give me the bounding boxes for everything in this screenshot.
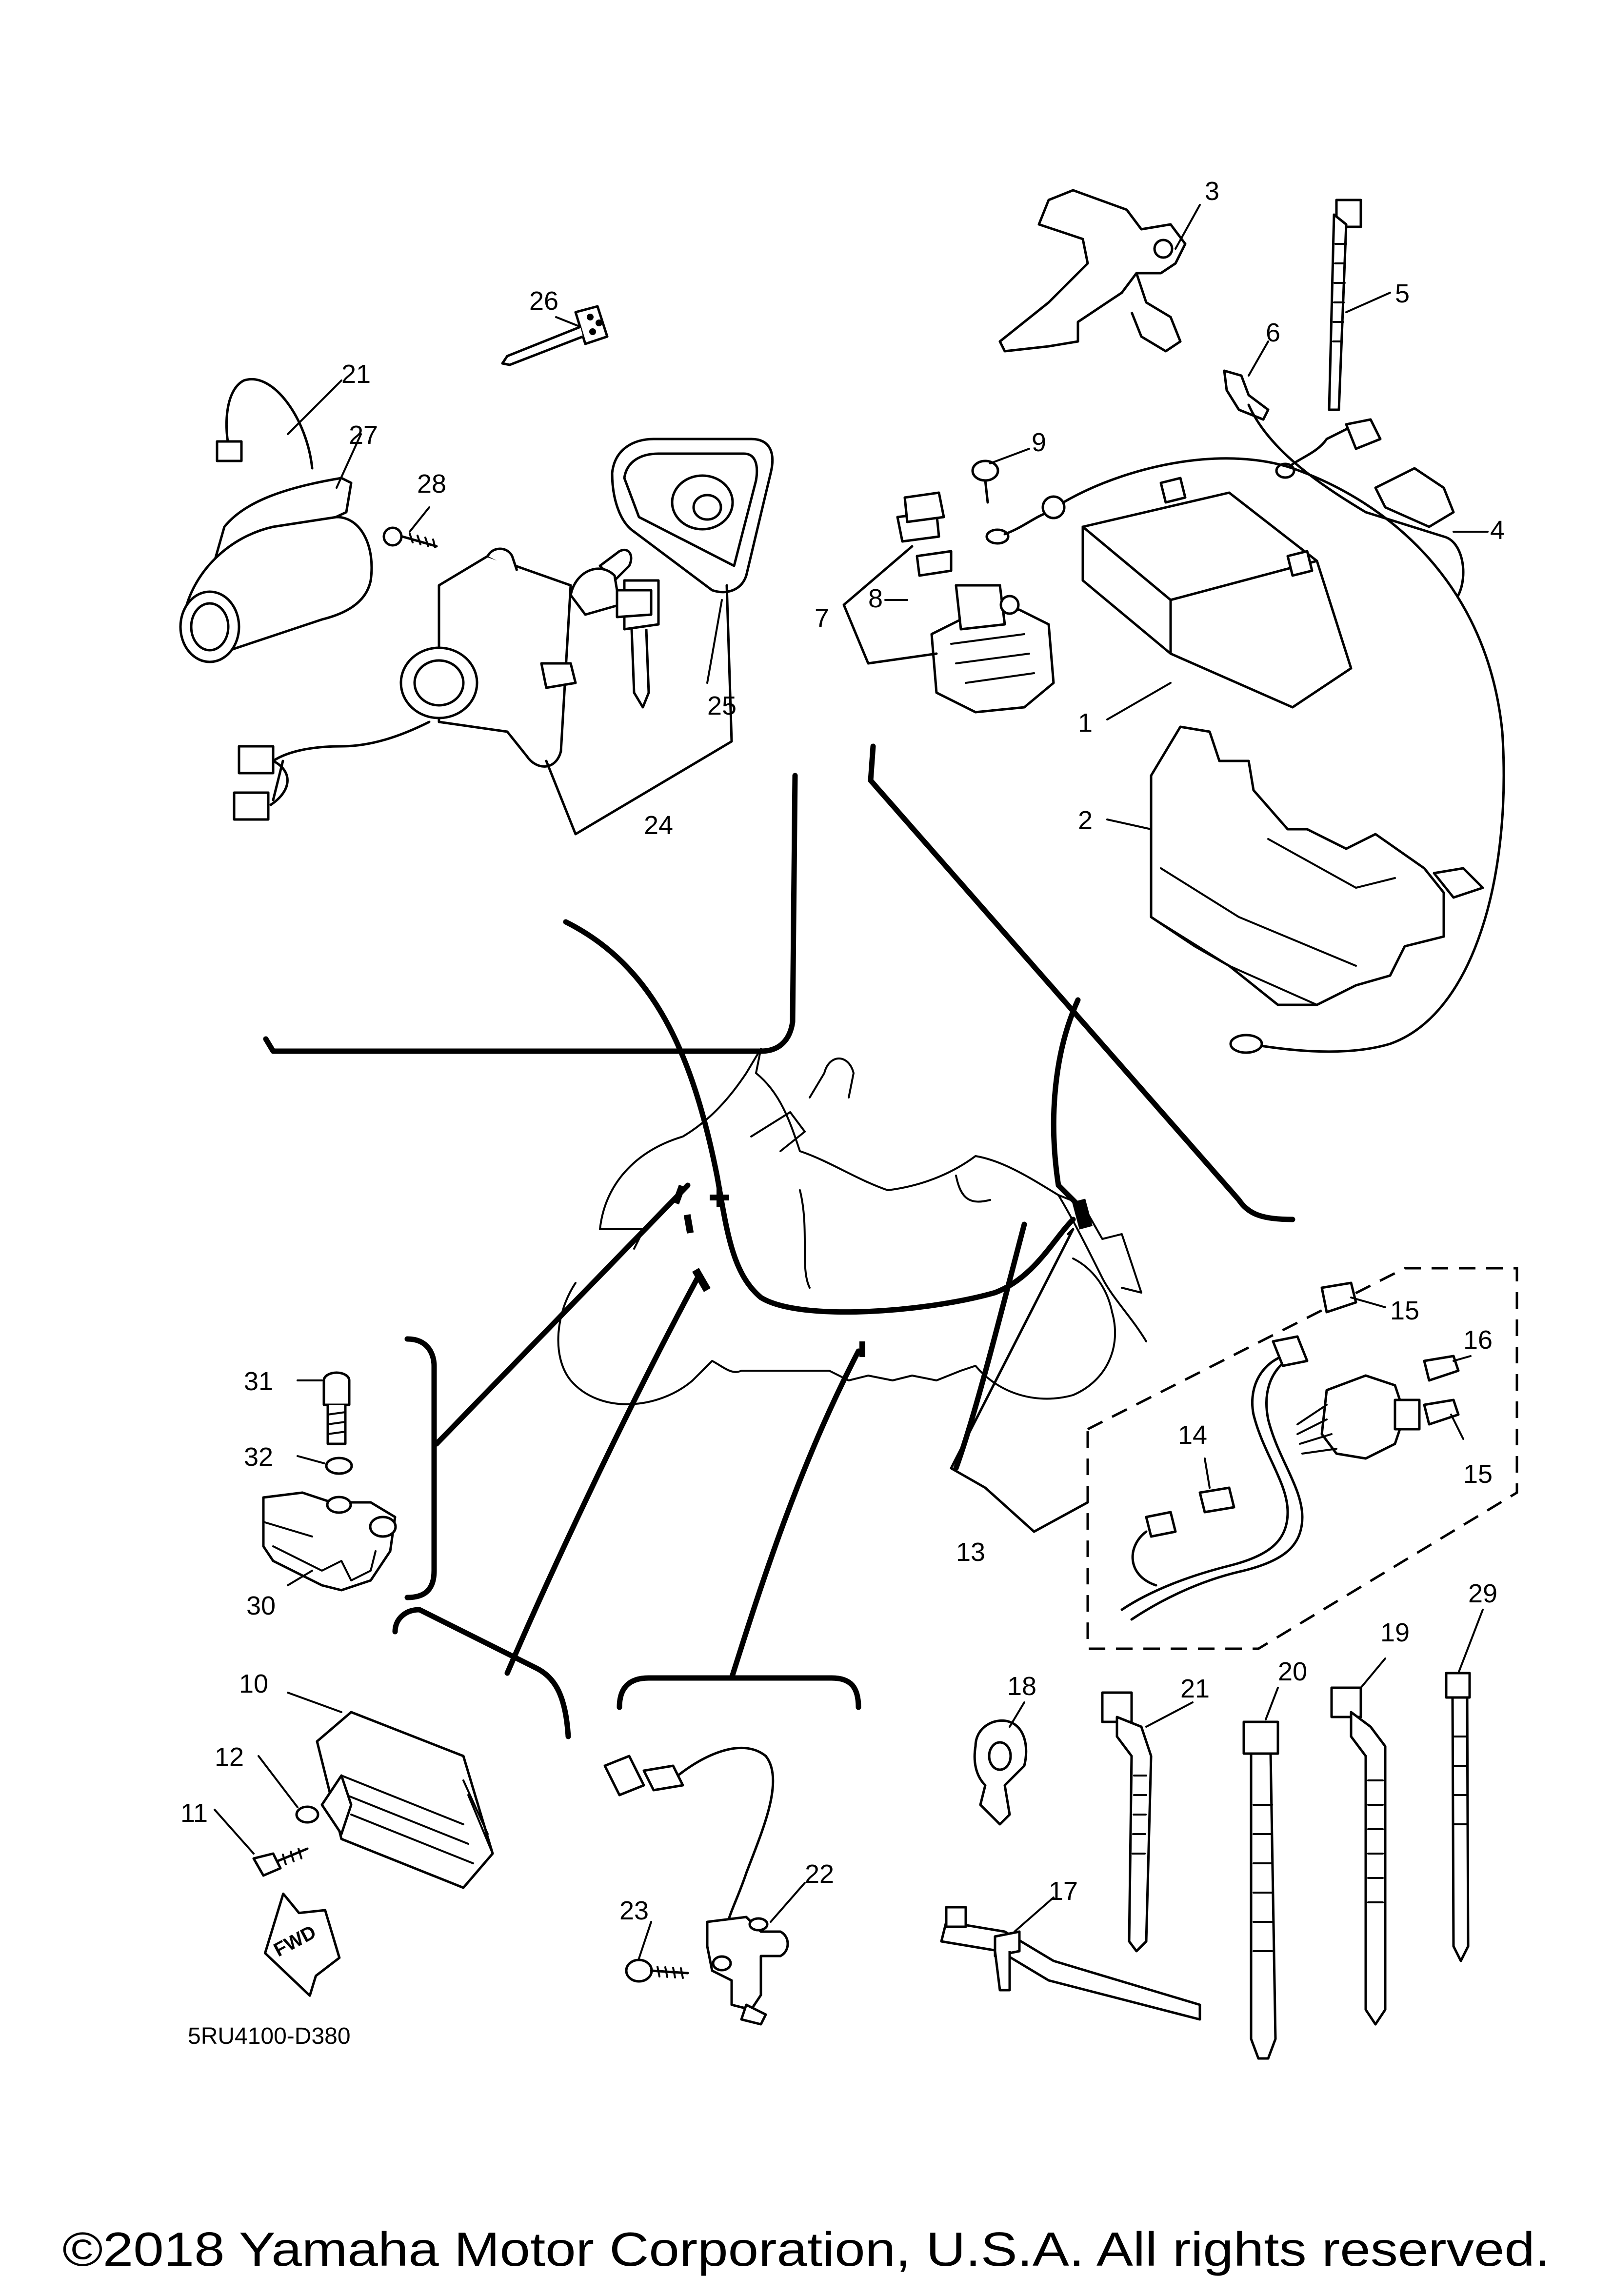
callout-17: 17 <box>1049 1877 1078 1906</box>
cable-tie-19 <box>1330 1686 1387 2026</box>
callout-4: 4 <box>1490 516 1505 545</box>
bracket-13 <box>950 1228 1089 1533</box>
key-blank-26 <box>501 305 609 366</box>
callout-8: 8 <box>868 584 883 613</box>
callout-2: 2 <box>1078 806 1093 835</box>
callout-15b: 15 <box>1463 1459 1493 1489</box>
connection-marks <box>672 1184 1093 1357</box>
callout-30: 30 <box>246 1591 276 1620</box>
washer-32 <box>325 1457 353 1475</box>
callout-7: 7 <box>815 603 829 633</box>
clamp-18 <box>973 1719 1028 1826</box>
battery-case-2 <box>1150 725 1484 1006</box>
bolt-11 <box>252 1847 309 1877</box>
bracket-top-left <box>263 773 798 1054</box>
callout-20: 20 <box>1278 1657 1307 1686</box>
bracket-sensor-30 <box>404 1336 437 1600</box>
cable-tie-5 <box>1328 199 1362 411</box>
relay-unit <box>1394 1398 1421 1431</box>
cable-4 <box>1247 403 1465 597</box>
fuse-16 <box>1423 1355 1460 1382</box>
sensor-30-assembly <box>262 1371 397 1592</box>
switch-cover-25 <box>611 438 774 594</box>
callout-29: 29 <box>1468 1579 1497 1608</box>
copyright-notice: ©2018 Yamaha Motor Corporation, U.S.A. A… <box>62 2222 1550 2276</box>
clip-6 <box>1223 369 1270 421</box>
callout-3: 3 <box>1205 177 1219 206</box>
callout-26: 26 <box>529 286 558 316</box>
callout-32: 32 <box>244 1442 273 1472</box>
callout-16: 16 <box>1463 1325 1493 1355</box>
callout-13: 13 <box>956 1537 985 1567</box>
cable-tie-21-lower <box>1101 1691 1153 1953</box>
callout-11: 11 <box>180 1798 208 1828</box>
rectifier-regulator-assembly: FWD <box>252 1711 494 1997</box>
battery-1 <box>1081 477 1353 709</box>
callout-1: 1 <box>1078 708 1093 738</box>
bracket-sensor-22 <box>617 1675 861 1710</box>
main-switch-assembly <box>179 305 774 836</box>
callout-14: 14 <box>1178 1420 1207 1450</box>
callout-24: 24 <box>644 811 673 840</box>
callout-numbers: 1 2 3 4 5 6 7 8 9 10 11 12 13 14 15 15 1… <box>180 177 1505 1925</box>
rectifier-regulator-10 <box>316 1711 494 1889</box>
callout-10: 10 <box>239 1669 268 1698</box>
cable-tie-17 <box>940 1906 1201 2021</box>
bracket-24 <box>545 584 733 836</box>
cable-tie-29 <box>1445 1672 1471 1962</box>
sensor-22-assembly <box>603 1747 789 2026</box>
bolt-9 <box>971 459 1066 545</box>
callout-5: 5 <box>1395 279 1410 308</box>
washer-12 <box>295 1805 319 1824</box>
bracket-top-right <box>868 743 1295 1222</box>
callout-6: 6 <box>1266 318 1280 347</box>
callout-27: 27 <box>349 420 378 450</box>
cable-21-upper <box>225 378 314 470</box>
battery-assembly <box>842 189 1505 1054</box>
callout-18: 18 <box>1007 1672 1036 1701</box>
ignition-keys <box>569 548 660 709</box>
bolt-31 <box>322 1371 351 1445</box>
dashed-frame <box>1086 1267 1518 1650</box>
battery-cable <box>1062 457 1505 1053</box>
bolt-23 <box>625 1958 689 1983</box>
sensor-22 <box>706 1916 789 2026</box>
cable-tie-20 <box>1242 1720 1279 2060</box>
callout-22: 22 <box>805 1859 834 1889</box>
connector-21-upper <box>216 440 243 462</box>
fwd-arrow: FWD <box>263 1892 341 1997</box>
bracket-regulator-10 <box>392 1607 571 1739</box>
callout-21b: 21 <box>1180 1674 1210 1703</box>
callout-19: 19 <box>1380 1618 1410 1647</box>
screw-28 <box>382 526 438 548</box>
callout-28: 28 <box>417 469 446 499</box>
diagram-code: 5RU4100-D380 <box>188 2023 351 2049</box>
callout-12: 12 <box>215 1742 244 1772</box>
callout-21a: 21 <box>341 359 371 389</box>
starter-relay-7 <box>896 491 1055 714</box>
leader-sensor-22 <box>729 1348 861 1681</box>
callout-15a: 15 <box>1390 1296 1419 1325</box>
callout-25: 25 <box>707 691 737 720</box>
callout-31: 31 <box>244 1367 273 1396</box>
fuse-15-lower <box>1423 1398 1460 1426</box>
callout-23: 23 <box>619 1896 649 1925</box>
connector-14 <box>1198 1486 1235 1514</box>
leader-right-upper <box>1051 997 1086 1213</box>
leader-left-upper <box>563 919 1076 1315</box>
main-switch-24 <box>233 547 577 821</box>
sensor-30 <box>262 1491 397 1592</box>
bracket-7 <box>842 545 938 665</box>
callout-9: 9 <box>1032 428 1046 457</box>
wire-harness-assembly <box>950 1228 1518 1650</box>
battery-band-3 <box>998 189 1187 353</box>
callout-leaders <box>214 204 1489 1959</box>
leader-sensor-30 <box>434 1182 691 1447</box>
leader-regulator-10 <box>504 1275 700 1676</box>
